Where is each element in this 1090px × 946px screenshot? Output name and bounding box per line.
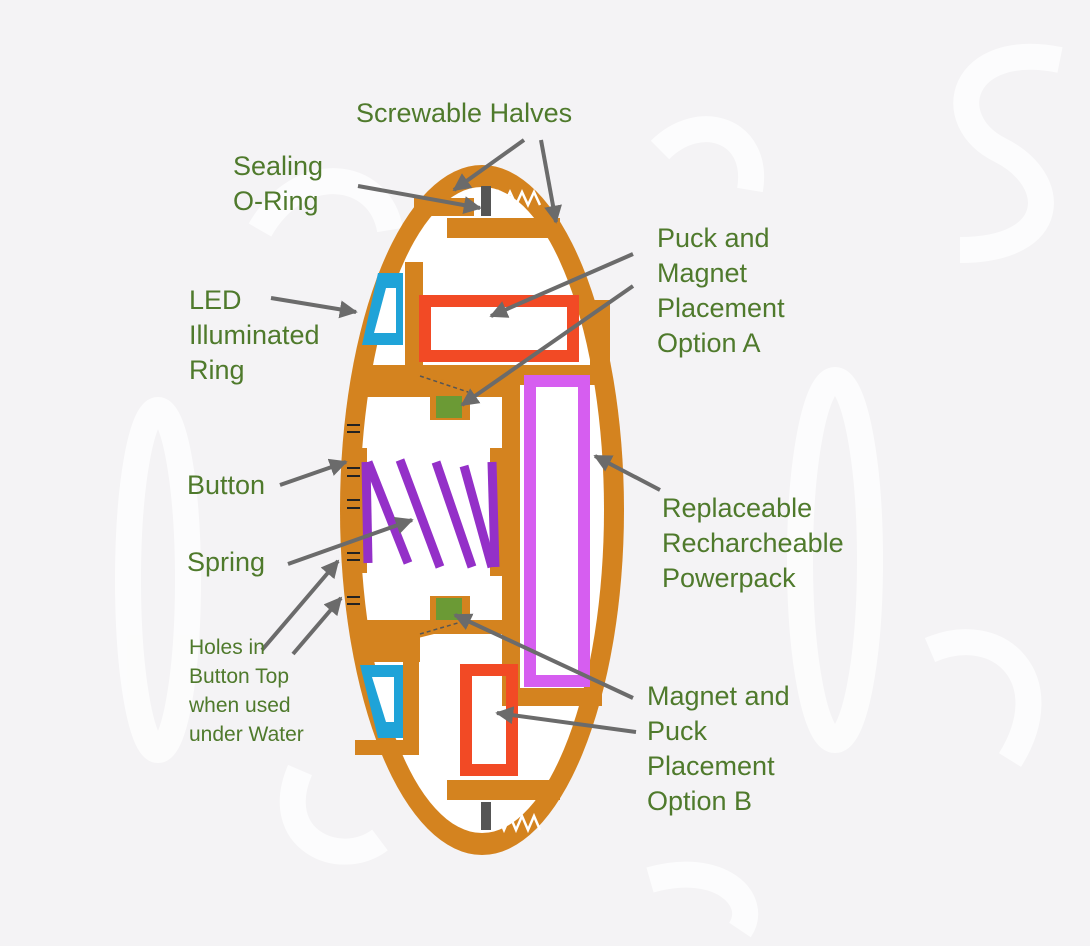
arrow-screwable-halves-left [452, 138, 526, 192]
label-holes-line-1: Holes in [189, 636, 265, 659]
label-puck-magnet-a-line-3: Placement [657, 293, 785, 323]
lower-step [355, 740, 419, 755]
label-powerpack: Replaceable Recharcheable Powerpack [662, 491, 844, 596]
puck-top-icon [436, 396, 462, 418]
label-holes-line-2: Button Top [189, 665, 290, 688]
arrow-button [279, 458, 348, 487]
arrow-holes-1 [260, 559, 340, 652]
lower-wall [403, 650, 419, 755]
label-led-ring: LED Illuminated Ring [189, 283, 320, 388]
label-button: Button [187, 470, 266, 500]
bottom-flange [447, 780, 560, 800]
label-sealing-oring: Sealing O-Ring [233, 149, 323, 219]
label-magnet-puck-b-line-2: Puck [647, 716, 708, 746]
arrow-led-ring [270, 296, 358, 319]
button-hole-marks [347, 424, 360, 605]
label-sealing-oring-line-1: Sealing [233, 151, 324, 181]
label-powerpack-line-3: Powerpack [662, 563, 796, 593]
bottom-sealing-oring [481, 802, 491, 830]
label-led-ring-line-2: Illuminated [189, 320, 320, 350]
label-sealing-oring-line-2: O-Ring [233, 186, 319, 216]
arrow-puck-magnet-a-puck [460, 284, 635, 407]
background-watermark [115, 43, 1063, 938]
label-puck-magnet-a-line-1: Puck and [657, 223, 770, 253]
spring-icon [361, 458, 500, 569]
label-spring: Spring [187, 547, 266, 577]
label-puck-magnet-a-line-2: Magnet [657, 258, 748, 288]
label-led-ring-line-3: Ring [189, 355, 245, 385]
label-led-ring-line-1: LED [189, 285, 242, 315]
label-holes: Holes in Button Top when used under Wate… [189, 633, 304, 749]
label-screwable-halves: Screwable Halves [356, 98, 573, 128]
label-puck-magnet-a-line-4: Option A [657, 328, 761, 358]
top-thread-icon [490, 189, 542, 208]
label-magnet-puck-b-line-4: Option B [647, 786, 753, 816]
upper-wall [405, 262, 423, 382]
label-holes-line-3: when used [189, 694, 291, 717]
label-magnet-puck-b: Magnet and Puck Placement Option B [647, 679, 790, 819]
label-holes-line-4: under Water [189, 723, 304, 746]
label-powerpack-line-2: Recharcheable [662, 528, 844, 558]
right-wall [590, 300, 610, 385]
label-powerpack-line-1: Replaceable [662, 493, 813, 523]
powerpack-bay-bottom [502, 688, 602, 706]
arrow-sealing-oring [357, 184, 482, 214]
bottom-thread-icon [490, 812, 542, 834]
arrow-holes-2 [291, 596, 343, 656]
led-ring [360, 273, 403, 738]
arrow-magnet-puck-b-puck [453, 613, 634, 700]
label-magnet-puck-b-line-1: Magnet and [647, 681, 790, 711]
top-flange [447, 218, 560, 238]
callout-arrows [260, 138, 661, 734]
pucks [418, 375, 470, 638]
arrow-powerpack [593, 454, 661, 492]
arrow-spring [287, 516, 414, 566]
powerpack-bay-left-wall [502, 372, 520, 702]
arrow-magnet-puck-b-frame [495, 706, 637, 734]
label-magnet-puck-b-line-3: Placement [647, 751, 775, 781]
label-puck-magnet-a: Puck and Magnet Placement Option A [657, 221, 785, 361]
powerpack-icon [524, 375, 590, 687]
arrow-puck-magnet-a-frame [489, 252, 634, 318]
top-sealing-oring [481, 186, 491, 216]
arrow-screwable-halves-right [539, 139, 562, 224]
